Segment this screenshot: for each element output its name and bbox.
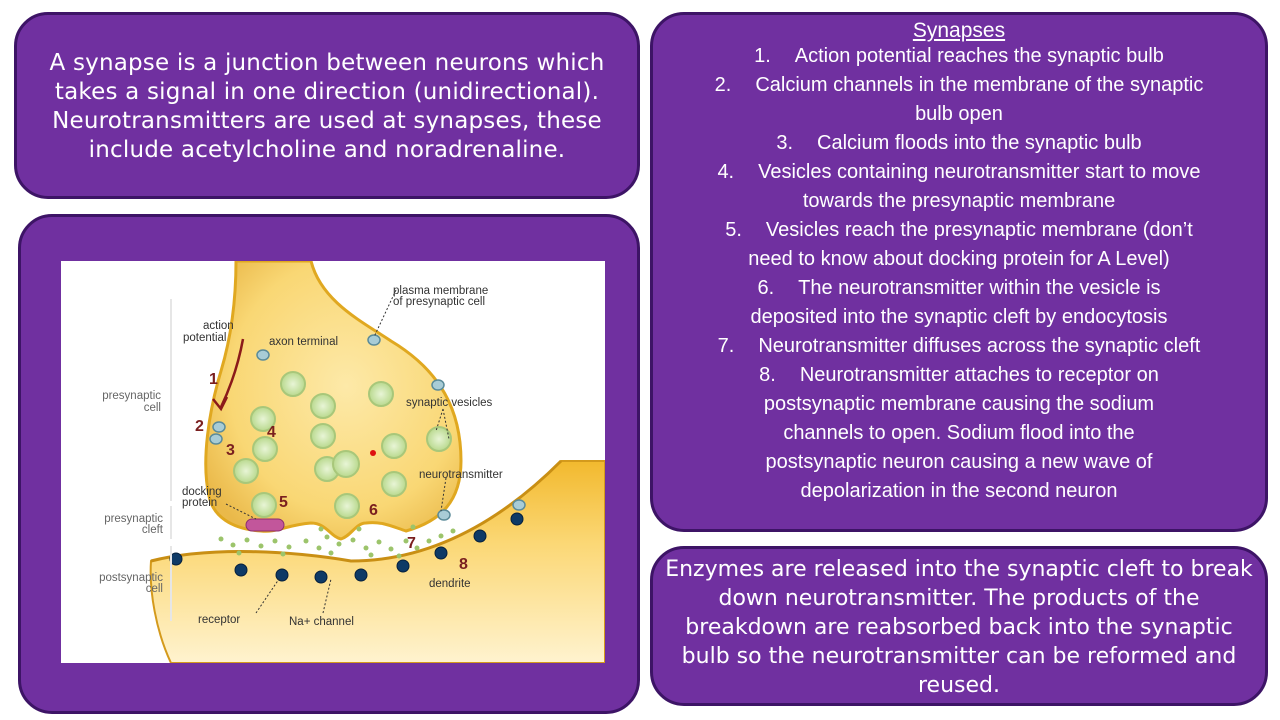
intro-text: A synapse is a junction between neurons … [49, 50, 605, 163]
enzymes-panel: Enzymes are released into the synaptic c… [650, 546, 1268, 706]
step-number: 5. [725, 219, 742, 241]
label-axon-terminal: axon terminal [269, 336, 338, 348]
step-text: Calcium channels in the membrane of the … [755, 74, 1204, 96]
postsynaptic-channels [169, 512, 524, 584]
step-text: depolarization in the second neuron [800, 480, 1118, 502]
step-row: towards the presynaptic membrane [653, 190, 1265, 213]
step-number: 8. [759, 364, 776, 386]
step-row: deposited into the synaptic cleft by end… [653, 306, 1265, 329]
step-number-7: 7 [407, 535, 416, 552]
label-postsynaptic-cell-1: postsynaptic [99, 572, 163, 584]
label-presynaptic-cell-2: cell [144, 402, 161, 414]
synaptic-vesicles [233, 371, 452, 519]
enzymes-text: Enzymes are released into the synaptic c… [665, 557, 1253, 698]
step-text: Neurotransmitter diffuses across the syn… [758, 335, 1201, 357]
step-text: bulb open [915, 103, 1003, 125]
step-number-3: 3 [226, 442, 235, 459]
step-text: channels to open. Sodium flood into the [783, 422, 1135, 444]
step-row: postsynaptic membrane causing the sodium [653, 393, 1265, 416]
step-text: need to know about docking protein for A… [748, 248, 1170, 270]
step-row: 2. Calcium channels in the membrane of th… [653, 74, 1265, 97]
label-presynaptic-cleft-1: presynaptic [104, 513, 163, 525]
step-text: Vesicles containing neurotransmitter sta… [758, 161, 1201, 183]
synapse-diagram: plasma membrane of presynaptic cell acti… [61, 261, 605, 663]
diagram-panel: plasma membrane of presynaptic cell acti… [18, 214, 640, 714]
step-number-2: 2 [195, 418, 204, 435]
label-docking-2: protein [182, 497, 217, 509]
label-dendrite: dendrite [429, 578, 471, 590]
label-synaptic-vesicles: synaptic vesicles [406, 397, 493, 409]
step-number-4: 4 [267, 424, 276, 441]
step-number: 1. [754, 45, 771, 67]
step-number: 4. [717, 161, 735, 183]
step-row: 7. Neurotransmitter diffuses across the s… [653, 335, 1265, 358]
step-row: 1. Action potential reaches the synaptic … [653, 45, 1265, 68]
label-action-1: action [203, 320, 234, 332]
synapses-steps-panel: Synapses 1. Action potential reaches the … [650, 12, 1268, 532]
label-action-2: potential [183, 332, 226, 344]
step-text: Calcium floods into the synaptic bulb [817, 132, 1142, 154]
step-number: 3. [776, 132, 794, 154]
label-docking-1: docking [182, 486, 222, 498]
step-row: bulb open [653, 103, 1265, 126]
highlight-dot [370, 450, 376, 456]
docking-protein [245, 518, 285, 532]
step-number: 6. [757, 277, 775, 299]
step-text: towards the presynaptic membrane [802, 190, 1116, 212]
step-row: postsynaptic neuron causing a new wave o… [653, 451, 1265, 474]
label-postsynaptic-cell-2: cell [146, 583, 163, 595]
step-text: Action potential reaches the synaptic bu… [794, 45, 1164, 67]
step-row: depolarization in the second neuron [653, 480, 1265, 503]
step-text: Neurotransmitter attaches to receptor on [799, 364, 1159, 386]
step-number: 7. [717, 335, 735, 357]
steps-title: Synapses [912, 19, 1006, 42]
step-row: need to know about docking protein for A… [653, 248, 1265, 271]
presynaptic-channels [209, 334, 526, 521]
leader-lines [225, 289, 450, 614]
step-number-6: 6 [369, 502, 378, 519]
label-presynaptic-cell-1: presynaptic [102, 390, 161, 402]
step-number-8: 8 [459, 556, 468, 573]
label-plasma-membrane-1: plasma membrane [393, 285, 488, 297]
postsynaptic-membrane [150, 459, 563, 563]
step-number-1: 1 [209, 371, 218, 388]
label-neurotransmitter: neurotransmitter [419, 469, 503, 481]
synapse-illustration: plasma membrane of presynaptic cell acti… [99, 261, 605, 663]
step-number-5: 5 [279, 494, 288, 511]
step-number: 2. [714, 74, 732, 96]
step-text: postsynaptic membrane causing the sodium [763, 393, 1155, 415]
label-receptor: receptor [198, 614, 240, 626]
step-row: 6. The neurotransmitter within the vesicl… [653, 277, 1265, 300]
neurotransmitter-dots [218, 524, 456, 559]
label-presynaptic-cleft-2: cleft [142, 524, 164, 536]
intro-panel: A synapse is a junction between neurons … [14, 12, 640, 199]
label-na-channel: Na+ channel [289, 616, 354, 628]
step-row: channels to open. Sodium flood into the [653, 422, 1265, 445]
step-text: The neurotransmitter within the vesicle … [798, 277, 1161, 299]
step-row: 8. Neurotransmitter attaches to receptor … [653, 364, 1265, 387]
step-text: postsynaptic neuron causing a new wave o… [765, 451, 1153, 473]
step-row: 4. Vesicles containing neurotransmitter s… [653, 161, 1265, 184]
step-text: Vesicles reach the presynaptic membrane … [765, 219, 1193, 241]
label-plasma-membrane-2: of presynaptic cell [393, 296, 485, 308]
step-row: 5. Vesicles reach the presynaptic membran… [653, 219, 1265, 242]
step-row: 3. Calcium floods into the synaptic bulb [653, 132, 1265, 155]
step-text: deposited into the synaptic cleft by end… [750, 306, 1168, 328]
